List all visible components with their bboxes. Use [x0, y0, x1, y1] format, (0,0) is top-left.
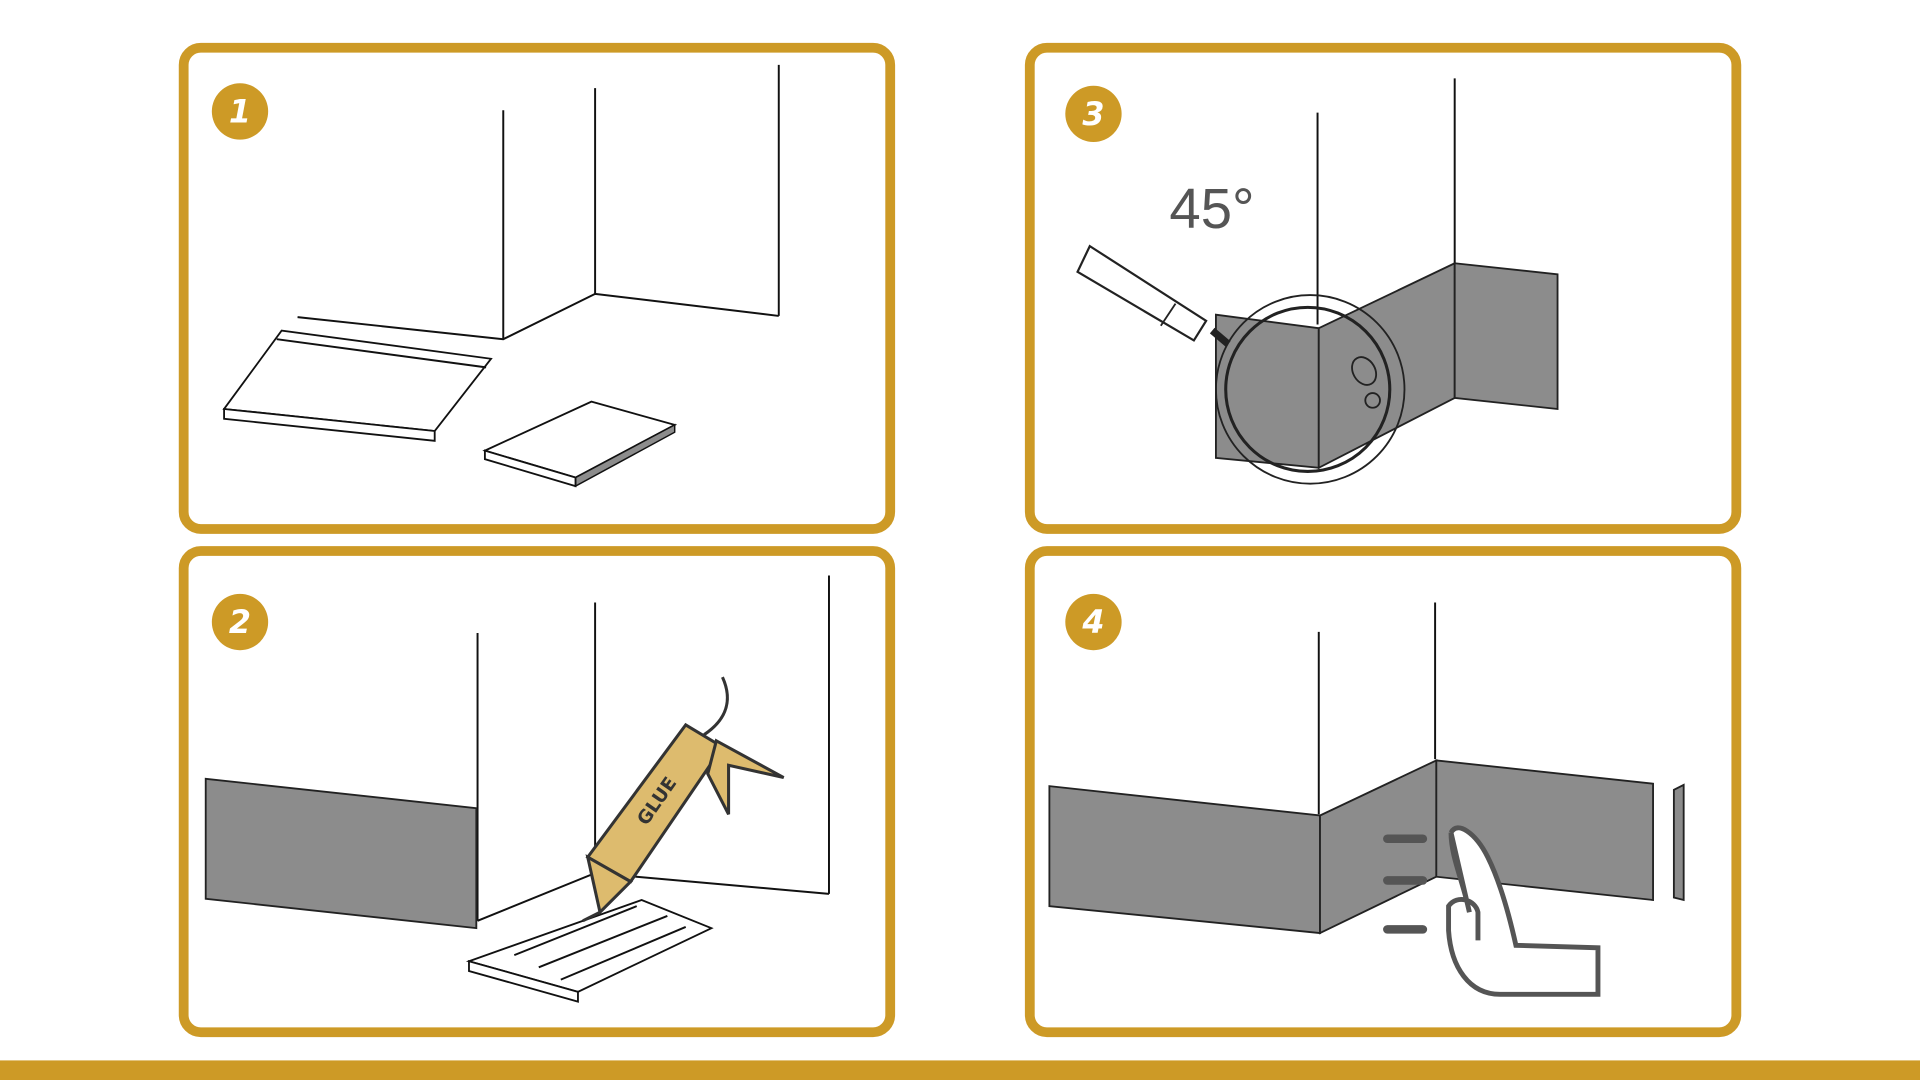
- mitered-skirting-corner: [1215, 261, 1559, 470]
- step-number: 1: [229, 92, 251, 130]
- board-with-glue-lines: [465, 899, 714, 1003]
- step-panel-3: 3 45°: [1024, 42, 1742, 534]
- step-number: 3: [1082, 95, 1104, 133]
- wall-corner-illustration: [297, 64, 780, 341]
- skirting-board-installed: [204, 777, 478, 930]
- glue-gun-icon: GLUE: [582, 676, 785, 923]
- press-motion-lines: [1383, 834, 1428, 934]
- step-badge-2: [211, 593, 269, 651]
- step-badge-3: [1065, 85, 1122, 143]
- step-number: 2: [229, 603, 251, 641]
- skirting-boards-illustration: [222, 329, 678, 488]
- step-panel-1: 1: [178, 42, 896, 534]
- hand-icon: [1446, 825, 1601, 997]
- step-badge-1: [211, 83, 269, 140]
- angle-label: 45°: [1169, 177, 1254, 240]
- step-badge-4: [1065, 593, 1122, 651]
- step-number: 4: [1081, 603, 1104, 641]
- installed-skirting: [1048, 758, 1685, 935]
- magnifier-icon: [1076, 244, 1406, 485]
- step-panel-4: 4: [1024, 546, 1742, 1038]
- step-panel-2: 2 GLUE: [178, 546, 896, 1038]
- bottom-bar: [0, 1060, 1920, 1080]
